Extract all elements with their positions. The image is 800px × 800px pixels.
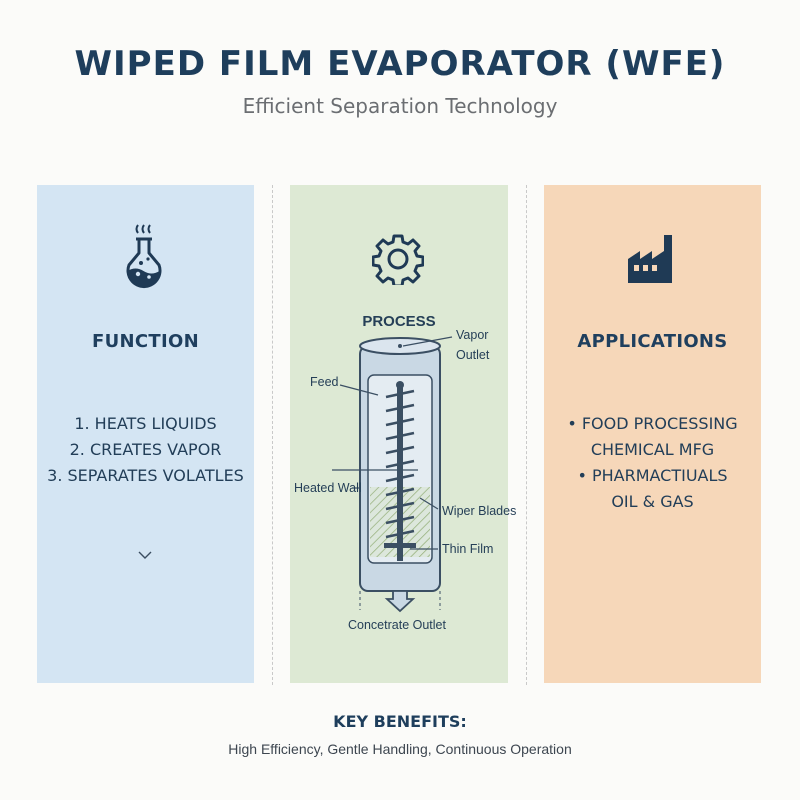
page-title: WIPED FILM EVAPORATOR (WFE) — [74, 44, 726, 84]
vapor-outlet-label-2: Outlet — [456, 348, 490, 362]
chevron-down-icon[interactable] — [137, 547, 153, 563]
function-heading: FUNCTION — [92, 331, 199, 352]
function-list: 1. HEATS LIQUIDS 2. CREATES VAPOR 3. SEP… — [37, 411, 254, 489]
page-subtitle: Efficient Separation Technology — [242, 94, 558, 118]
list-item: • PHARMACTIUALS — [577, 466, 728, 485]
applications-heading: APPLICATIONS — [577, 331, 728, 352]
key-benefits-text: High Efficiency, Gentle Handling, Contin… — [228, 741, 572, 757]
flask-icon — [126, 224, 162, 288]
applications-panel: APPLICATIONS • FOOD PROCESSING CHEMICAL … — [544, 185, 761, 683]
list-item: 3. SEPARATES VOLATLES — [47, 466, 244, 485]
function-panel: FUNCTION 1. HEATS LIQUIDS 2. CREATES VAP… — [37, 185, 254, 683]
gear-icon — [372, 234, 424, 285]
divider-left — [272, 185, 273, 685]
feed-label: Feed — [310, 375, 339, 389]
list-item: 1. HEATS LIQUIDS — [74, 414, 217, 433]
list-item: OIL & GAS — [611, 492, 694, 511]
process-panel: PROCESS — [290, 185, 516, 683]
heated-wall-label: Heated Wall — [294, 481, 362, 495]
process-heading: PROCESS — [362, 313, 436, 330]
vapor-outlet-label-1: Vapor — [456, 328, 489, 342]
wfe-diagram — [332, 336, 453, 613]
thin-film-label: Thin Film — [442, 542, 494, 556]
list-item: CHEMICAL MFG — [590, 440, 715, 459]
factory-icon — [628, 235, 672, 283]
applications-list: • FOOD PROCESSING CHEMICAL MFG • PHARMAC… — [544, 411, 761, 515]
wiper-blades-label: Wiper Blades — [442, 504, 517, 518]
concentrate-outlet-label: Concetrate Outlet — [348, 618, 446, 632]
list-item: • FOOD PROCESSING — [567, 414, 738, 433]
divider-right — [526, 185, 527, 685]
key-benefits-title: KEY BENEFITS: — [333, 712, 467, 731]
list-item: 2. CREATES VAPOR — [69, 440, 222, 459]
